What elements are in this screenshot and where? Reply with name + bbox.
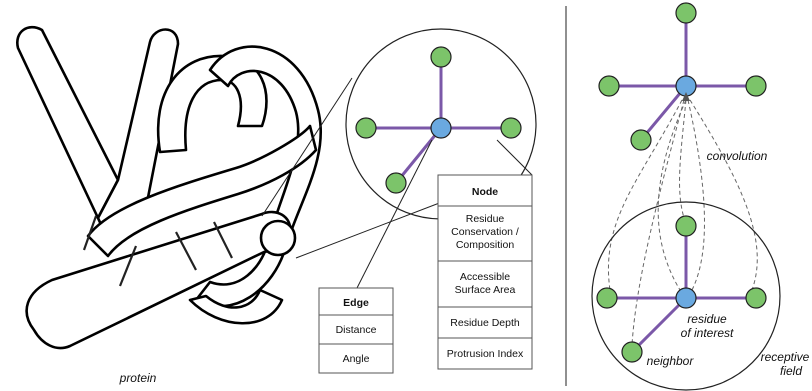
aggregation-arc — [687, 99, 705, 291]
aggregation-arc — [631, 99, 685, 346]
residue-of-interest-label-line-2: of interest — [681, 326, 734, 340]
protein-rung-4 — [82, 215, 98, 251]
node-table-header: Node — [472, 186, 498, 198]
protein-band-middle — [86, 124, 318, 258]
edge-table-row — [318, 343, 394, 374]
protein-rung-3 — [213, 221, 233, 259]
edge-feature-table: Edge Distance Angle — [318, 287, 394, 374]
edge-table-row-2: Angle — [343, 353, 370, 365]
protein-rung-2 — [175, 231, 197, 271]
aggregation-arc — [608, 99, 683, 291]
zoom-graph — [355, 46, 522, 194]
node-table-row — [437, 260, 533, 308]
convolution-graph — [598, 2, 767, 151]
zoom-neighbor-node-lower — [385, 172, 407, 194]
protein-strand-v-left — [16, 25, 120, 220]
aggregation-arrows — [608, 92, 758, 346]
node-table-row — [437, 306, 533, 339]
protein-residue-highlight — [259, 219, 297, 257]
rf-neighbor-node-right — [745, 287, 767, 309]
conv-neighbor-node-lower — [630, 129, 652, 151]
neighbor-label: neighbor — [647, 354, 695, 368]
edge-table-header: Edge — [343, 297, 369, 309]
protein-loop-upper — [156, 54, 268, 154]
zoom-line-upper — [261, 77, 353, 217]
zoom-line-lower — [295, 201, 443, 259]
protein-tail — [188, 288, 284, 325]
node-table-row — [437, 337, 533, 370]
receptive-field-graph — [596, 215, 767, 363]
rf-edge-lower — [630, 296, 688, 354]
node-table-header-cell — [437, 174, 533, 207]
protein-rung-1 — [118, 245, 138, 287]
aggregation-arc — [657, 99, 687, 291]
zoom-edge-lower — [394, 127, 443, 184]
edge-table-row-1: Distance — [336, 324, 377, 336]
rf-center-node — [675, 287, 697, 309]
rf-neighbor-node-lower — [621, 341, 643, 363]
conv-neighbor-node-left — [598, 75, 620, 97]
protein-structure — [16, 25, 323, 350]
aggregation-arrowhead — [682, 92, 690, 101]
aggregation-arc — [679, 99, 687, 219]
residue-of-interest-label-line-1: residue — [687, 312, 727, 326]
receptive-field-label-line-1: receptive — [761, 350, 810, 364]
zoom-neighbor-node-top — [430, 46, 452, 68]
conv-edge-lower — [639, 85, 688, 141]
node-pointer-line — [496, 139, 533, 176]
node-table-row-2-line-1: Accessible — [460, 271, 510, 283]
rf-neighbor-node-top — [675, 215, 697, 237]
node-table-row-1-line-2: Conservation / — [451, 226, 519, 238]
zoom-neighbor-node-left — [355, 117, 377, 139]
rf-neighbor-node-left — [596, 287, 618, 309]
aggregation-arc — [689, 99, 758, 291]
convolution-label: convolution — [707, 149, 768, 163]
zoom-center-node — [430, 117, 452, 139]
conv-neighbor-node-right — [745, 75, 767, 97]
receptive-field-label-line-2: field — [780, 364, 802, 378]
node-table-row-1-line-3: Composition — [456, 239, 515, 251]
edge-table-header-cell — [318, 287, 394, 316]
edge-table-row — [318, 314, 394, 345]
node-table-row-4-line-1: Protrusion Index — [447, 348, 524, 360]
receptive-field-circle — [591, 201, 781, 391]
edge-pointer-line — [356, 139, 433, 289]
node-table-row-1-line-1: Residue — [466, 213, 505, 225]
conv-neighbor-node-top — [675, 2, 697, 24]
protein-label: protein — [119, 371, 157, 385]
node-table-row-3-line-1: Residue Depth — [450, 317, 520, 329]
node-table-row-2-line-2: Surface Area — [455, 284, 516, 296]
node-table-row — [437, 205, 533, 262]
zoom-neighbor-node-right — [500, 117, 522, 139]
node-feature-table: Node Residue Conservation / Composition … — [437, 174, 533, 370]
